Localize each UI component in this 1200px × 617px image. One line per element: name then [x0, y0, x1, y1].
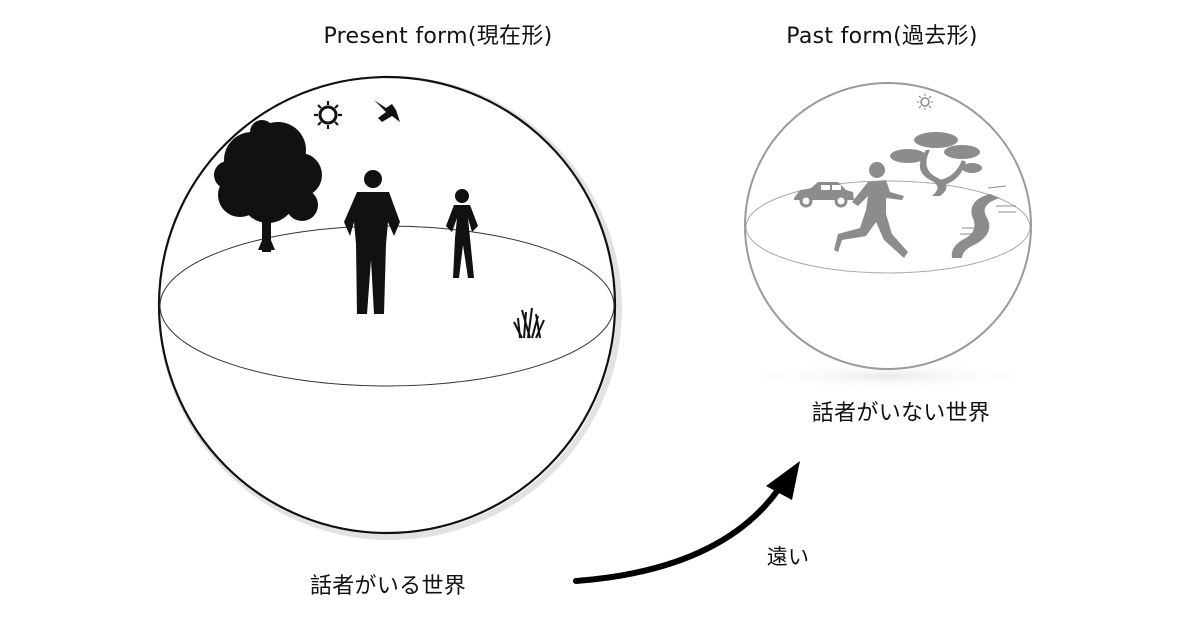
past-world-caption: 話者がいない世界: [811, 401, 991, 426]
woman-silhouette: [446, 189, 478, 278]
present-world: [157, 75, 622, 540]
sun-icon-past: [917, 94, 933, 110]
runner-silhouette: [834, 162, 908, 258]
arrow-head: [766, 461, 800, 500]
past-sphere-shadow: [738, 362, 1038, 390]
distance-arrow: [573, 461, 800, 584]
present-form-title: Present form(現在形): [323, 24, 553, 49]
grass-icon: [513, 307, 545, 339]
past-ground-plane: [745, 180, 1031, 274]
arrow-shaft: [573, 487, 781, 584]
present-sphere: [157, 75, 617, 535]
sun-icon: [314, 101, 342, 129]
past-form-title: Past form(過去形): [786, 24, 978, 49]
present-world-caption: 話者がいる世界: [309, 574, 467, 599]
bonsai-tree-icon: [890, 132, 982, 196]
car-icon: [794, 182, 854, 208]
distance-arrow-label: 遠い: [766, 545, 810, 569]
tree-icon: [214, 120, 322, 252]
bird-icon: [374, 100, 400, 122]
past-world: [738, 82, 1038, 390]
road-icon: [951, 185, 1016, 258]
man-silhouette: [344, 170, 400, 314]
